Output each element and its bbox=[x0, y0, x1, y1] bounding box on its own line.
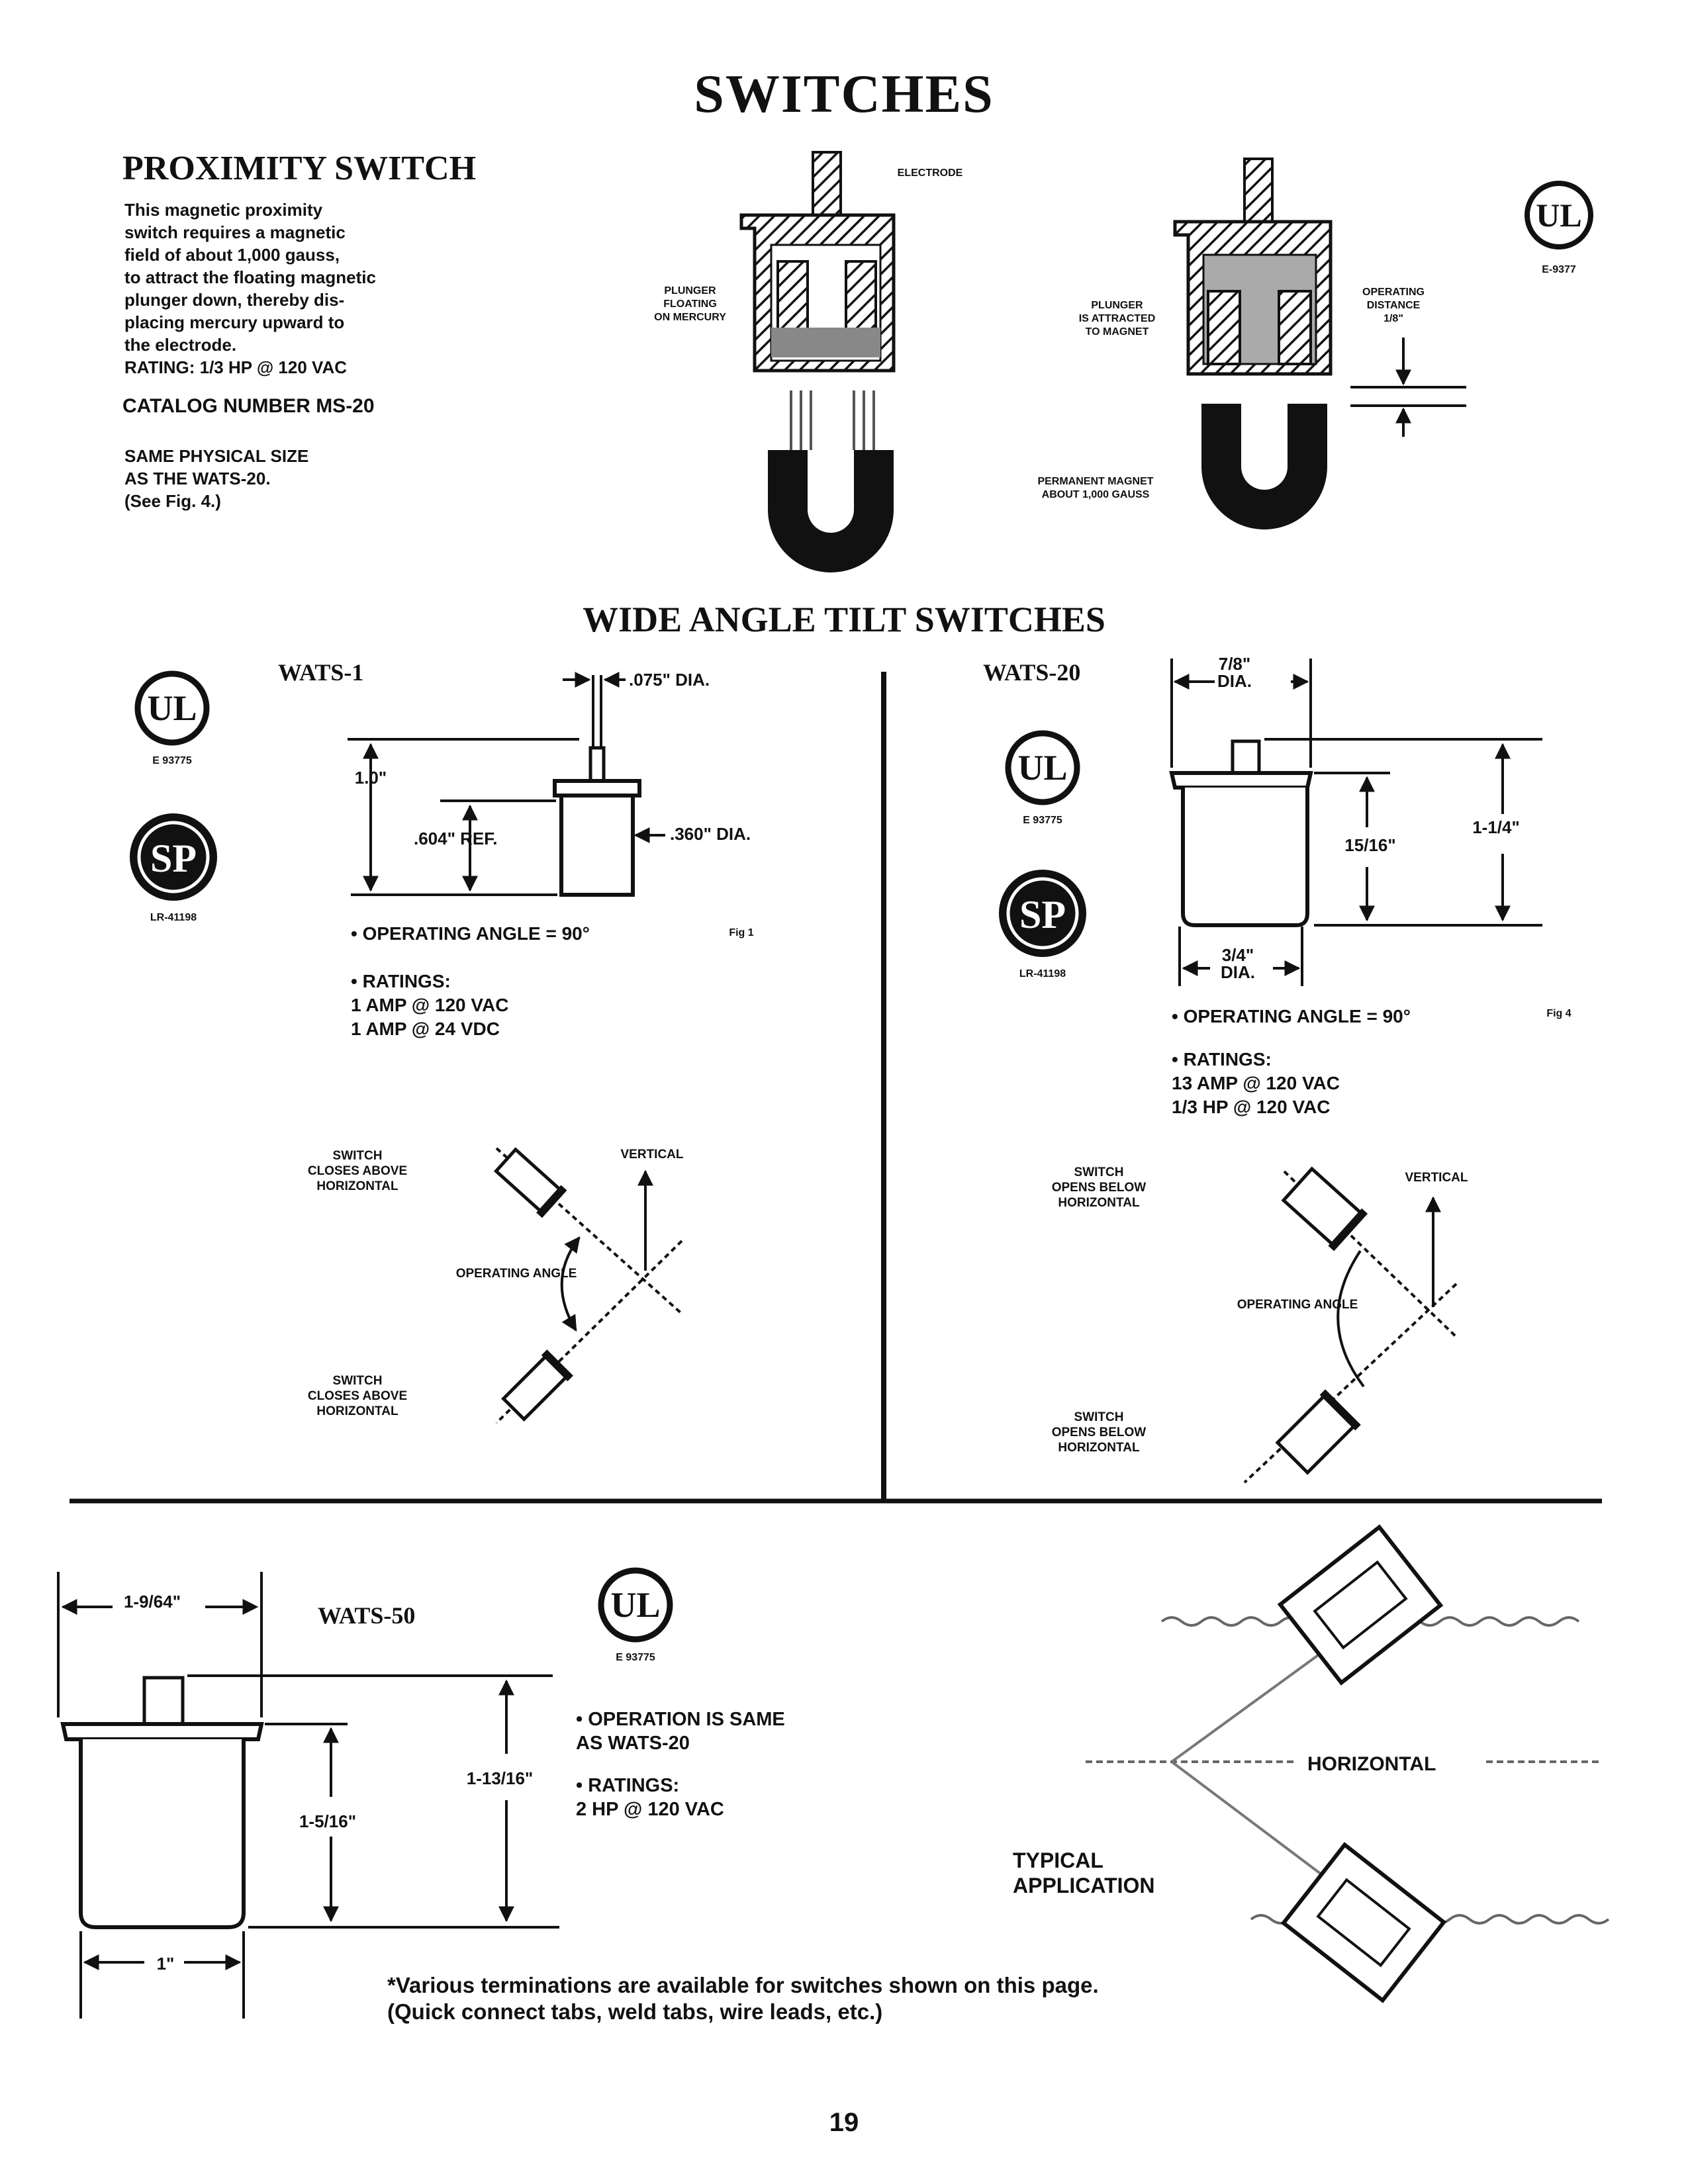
ul-logo: UL bbox=[132, 668, 212, 748]
proximity-heading: PROXIMITY SWITCH bbox=[122, 150, 477, 187]
wats20-drawing bbox=[1169, 659, 1542, 986]
wide-angle-heading: WIDE ANGLE TILT SWITCHES bbox=[583, 600, 1105, 639]
csa-logo: SP bbox=[127, 811, 220, 903]
wats20-opens-below-bottom: SWITCH OPENS BELOW HORIZONTAL bbox=[1051, 1410, 1147, 1455]
operating-distance-label: OPERATING DISTANCE 1/8" bbox=[1362, 287, 1425, 324]
wats50-ratings: • RATINGS: 2 HP @ 120 VAC bbox=[576, 1775, 724, 1820]
csa-code: LR-41198 bbox=[150, 912, 197, 923]
ul-logo: UL bbox=[1003, 728, 1082, 807]
svg-text:UL: UL bbox=[1017, 748, 1067, 788]
horizontal-label: HORIZONTAL bbox=[1307, 1753, 1436, 1775]
wats1-closes-above-bottom: SWITCH CLOSES ABOVE HORIZONTAL bbox=[307, 1374, 408, 1418]
svg-text:SP: SP bbox=[150, 837, 197, 880]
wats20-tilt-diagram bbox=[1243, 1166, 1458, 1484]
wats1-name: WATS-1 bbox=[278, 659, 364, 686]
plunger-attracted-label: PLUNGER IS ATTRACTED TO MAGNET bbox=[1078, 300, 1156, 338]
wats50-name: WATS-50 bbox=[318, 1602, 416, 1629]
svg-text:UL: UL bbox=[610, 1585, 660, 1625]
svg-text:UL: UL bbox=[1536, 197, 1581, 234]
divider-lines bbox=[70, 672, 1602, 1504]
wats1-operating-angle: • OPERATING ANGLE = 90° bbox=[351, 923, 590, 944]
electrode-label: ELECTRODE bbox=[897, 167, 963, 179]
wats20-opens-below-top: SWITCH OPENS BELOW HORIZONTAL bbox=[1051, 1165, 1147, 1210]
svg-text:UL: UL bbox=[147, 688, 197, 728]
typical-application-diagram bbox=[1086, 1524, 1610, 2003]
wats20-ratings: • RATINGS: 13 AMP @ 120 VAC 1/3 HP @ 120… bbox=[1172, 1049, 1340, 1117]
permanent-magnet-label: PERMANENT MAGNET ABOUT 1,000 GAUSS bbox=[1037, 476, 1154, 500]
wats50-total-height: 1-13/16" bbox=[466, 1768, 534, 1788]
ul-code: E 93775 bbox=[616, 1652, 655, 1663]
ul-logo: UL bbox=[596, 1565, 675, 1645]
wats20-fig: Fig 4 bbox=[1546, 1008, 1571, 1019]
wats50-drawing bbox=[57, 1572, 559, 2019]
plunger-floating-label: PLUNGER FLOATING ON MERCURY bbox=[654, 285, 726, 323]
wats20-operating-angle-label: OPERATING ANGLE bbox=[1237, 1298, 1358, 1312]
wats1-lead-dia: .075" DIA. bbox=[629, 670, 710, 690]
ul-code: E 93775 bbox=[152, 755, 192, 766]
ul-logo: UL bbox=[1523, 179, 1595, 251]
csa-logo: SP bbox=[996, 867, 1089, 960]
footnote: *Various terminations are available for … bbox=[387, 1973, 1099, 2024]
wats1-ratings: • RATINGS: 1 AMP @ 120 VAC 1 AMP @ 24 VD… bbox=[351, 971, 509, 1039]
wats20-vertical-label: VERTICAL bbox=[1405, 1171, 1468, 1185]
wats50-body-height: 1-5/16" bbox=[299, 1811, 357, 1831]
ul-code: E-9377 bbox=[1542, 264, 1576, 275]
wats1-operating-angle-label: OPERATING ANGLE bbox=[455, 1267, 577, 1281]
wats1-vertical-label: VERTICAL bbox=[620, 1148, 684, 1161]
proximity-switch-diagram-floating bbox=[739, 151, 896, 572]
page-title: SWITCHES bbox=[694, 64, 994, 124]
proximity-description: This magnetic proximity switch requires … bbox=[124, 200, 376, 377]
proximity-switch-diagram-attracted bbox=[1173, 158, 1466, 529]
wats1-tilt-diagram bbox=[493, 1147, 683, 1424]
svg-text:SP: SP bbox=[1019, 893, 1066, 936]
wats1-closes-above-top: SWITCH CLOSES ABOVE HORIZONTAL bbox=[307, 1149, 408, 1193]
wats20-operating-angle: • OPERATING ANGLE = 90° bbox=[1172, 1006, 1411, 1026]
wats1-ref: .604" REF. bbox=[414, 829, 498, 848]
page-number: 19 bbox=[829, 2108, 859, 2137]
wats20-total-height: 1-1/4" bbox=[1472, 817, 1520, 837]
wats50-operation: • OPERATION IS SAME AS WATS-20 bbox=[576, 1709, 785, 1754]
proximity-catalog: CATALOG NUMBER MS-20 bbox=[122, 395, 375, 417]
proximity-size-note: SAME PHYSICAL SIZE AS THE WATS-20. (See … bbox=[124, 446, 309, 511]
wats20-name: WATS-20 bbox=[983, 659, 1081, 686]
ul-code: E 93775 bbox=[1023, 815, 1062, 826]
wats1-body-dia: .360" DIA. bbox=[670, 824, 751, 844]
wats1-fig: Fig 1 bbox=[729, 927, 754, 938]
csa-code: LR-41198 bbox=[1019, 968, 1066, 979]
typical-application-label: TYPICAL APPLICATION bbox=[1013, 1848, 1155, 1897]
wats1-drawing bbox=[348, 672, 665, 897]
wats20-body-height: 15/16" bbox=[1344, 835, 1396, 855]
